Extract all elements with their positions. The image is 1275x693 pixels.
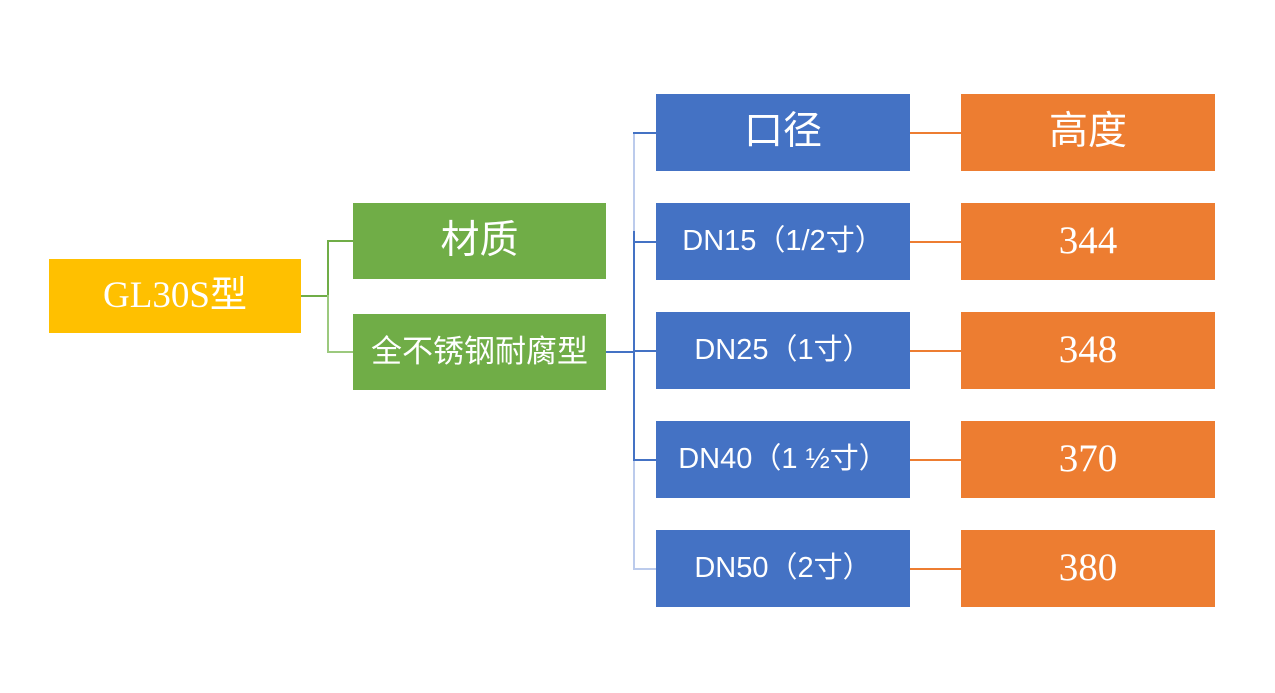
connector-spine-mid-upper bbox=[633, 231, 635, 352]
caliber-cell-row-3[interactable]: DN40（1 ½寸） bbox=[656, 421, 910, 498]
connector-spine-mid-lower bbox=[633, 351, 635, 461]
branch-node-material[interactable]: 材质 bbox=[353, 203, 606, 279]
connector-root-up bbox=[327, 240, 329, 296]
connector-spine-to-row-3 bbox=[633, 459, 657, 461]
connector-spine-to-row-1 bbox=[633, 241, 657, 243]
connector-spine-upper bbox=[633, 132, 635, 232]
caliber-cell-row-2[interactable]: DN25（1寸） bbox=[656, 312, 910, 389]
connector-to-material bbox=[327, 240, 354, 242]
connector-spine-to-row-4 bbox=[633, 568, 657, 570]
branch-node-stainless-type[interactable]: 全不锈钢耐腐型 bbox=[353, 314, 606, 390]
height-cell-row-4[interactable]: 380 bbox=[961, 530, 1215, 607]
connector-spine-to-caliber-header bbox=[633, 132, 657, 134]
connector-spine-lower bbox=[633, 459, 635, 570]
connector-branch-stem bbox=[606, 351, 635, 353]
height-cell-row-3[interactable]: 370 bbox=[961, 421, 1215, 498]
connector-row-2-link bbox=[910, 350, 961, 352]
column-header-height: 高度 bbox=[961, 94, 1215, 171]
connector-header-link bbox=[910, 132, 961, 134]
height-cell-row-1[interactable]: 344 bbox=[961, 203, 1215, 280]
caliber-cell-row-1[interactable]: DN15（1/2寸） bbox=[656, 203, 910, 280]
connector-spine-to-row-2 bbox=[633, 350, 657, 352]
connector-root-stem bbox=[301, 295, 328, 297]
caliber-cell-row-4[interactable]: DN50（2寸） bbox=[656, 530, 910, 607]
height-cell-row-2[interactable]: 348 bbox=[961, 312, 1215, 389]
connector-row-3-link bbox=[910, 459, 961, 461]
connector-to-stainless bbox=[327, 351, 354, 353]
connector-row-4-link bbox=[910, 568, 961, 570]
root-node-gl30s[interactable]: GL30S型 bbox=[49, 259, 301, 333]
connector-row-1-link bbox=[910, 241, 961, 243]
column-header-caliber: 口径 bbox=[656, 94, 910, 171]
connector-root-down bbox=[327, 295, 329, 353]
